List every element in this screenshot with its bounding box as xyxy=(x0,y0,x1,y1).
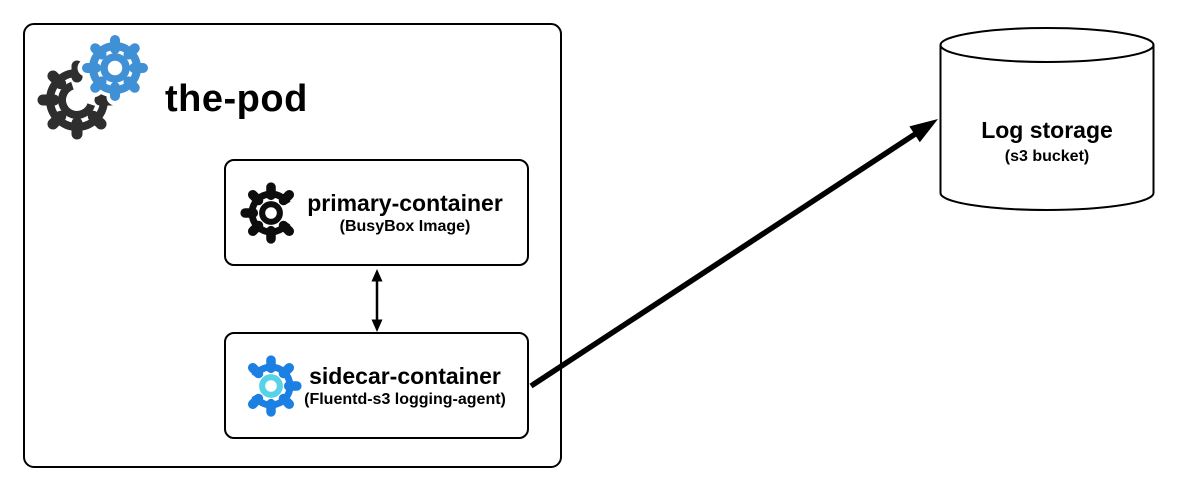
gear-icon xyxy=(247,354,302,417)
container-subtitle: (BusyBox Image) xyxy=(339,217,471,235)
container-title: sidecar-container xyxy=(309,362,501,389)
container-text: primary-container (BusyBox Image) xyxy=(288,189,522,235)
gear-icon xyxy=(240,181,295,244)
container-box-sidecar: sidecar-container (Fluentd-s3 logging-ag… xyxy=(224,332,529,439)
storage-title: Log storage xyxy=(981,117,1113,143)
storage-subtitle: (s3 bucket) xyxy=(1004,148,1090,166)
container-subtitle: (Fluentd-s3 logging-agent) xyxy=(304,390,506,408)
container-text: sidecar-container (Fluentd-s3 logging-ag… xyxy=(288,362,522,408)
container-title: primary-container xyxy=(307,189,503,216)
pod-header: the-pod xyxy=(27,28,308,150)
storage-text: Log storage (s3 bucket) xyxy=(939,117,1155,166)
database-cylinder-icon xyxy=(939,27,1155,211)
pod-box: the-pod xyxy=(23,23,562,468)
pod-gears-icon xyxy=(37,30,151,140)
log-flow-arrow xyxy=(529,119,938,389)
storage-cylinder: Log storage (s3 bucket) xyxy=(939,26,1155,212)
pod-title: the-pod xyxy=(165,78,308,120)
container-box-primary: primary-container (BusyBox Image) xyxy=(224,159,529,266)
